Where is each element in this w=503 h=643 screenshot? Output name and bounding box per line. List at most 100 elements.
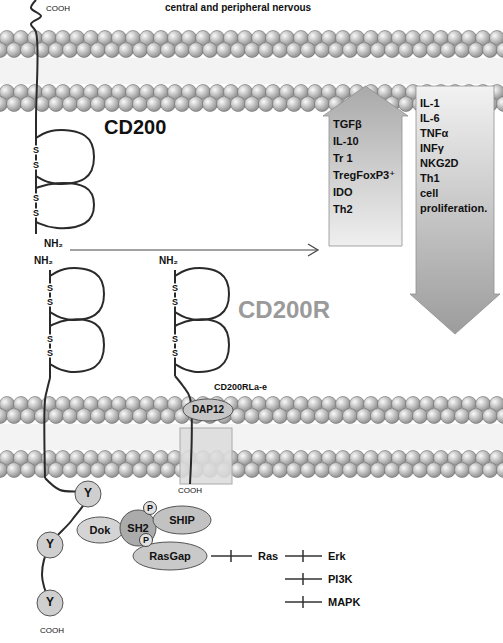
lipid-head xyxy=(301,463,316,478)
lipid-head xyxy=(175,43,190,58)
membrane-core xyxy=(0,424,503,450)
adaptor-ellipse: DAP12 xyxy=(182,398,234,422)
lipid-head xyxy=(287,463,302,478)
node-text: NKG2D xyxy=(420,156,490,171)
lipid-head xyxy=(343,463,358,478)
lipid-head xyxy=(301,409,316,424)
lipid-head xyxy=(357,409,372,424)
down-arrow-panel: IL-1IL-6TNFαINFγNKG2DTh1cell proliferati… xyxy=(410,86,500,334)
node-text: Dok xyxy=(90,524,111,537)
lipid-head xyxy=(385,463,400,478)
ig-domain-loop xyxy=(50,268,104,320)
inhibition-bar xyxy=(230,550,232,562)
lipid-head xyxy=(217,97,232,112)
caption-fragment: central and peripheral nervous xyxy=(165,2,311,14)
lipid-head xyxy=(259,97,274,112)
lipid-head xyxy=(161,43,176,58)
lipid-head xyxy=(231,463,246,478)
node-text-group: Dok xyxy=(90,524,111,537)
lipid-head xyxy=(147,43,162,58)
node-shape xyxy=(75,481,101,507)
lipid-head xyxy=(357,463,372,478)
lipid-head xyxy=(175,97,190,112)
lipid-head xyxy=(105,43,120,58)
lipid-head xyxy=(49,409,64,424)
node-text: Th1 xyxy=(420,171,490,186)
lipid-head xyxy=(371,43,386,58)
lipid-head xyxy=(469,463,484,478)
ig-domain-loop xyxy=(50,319,104,372)
terminus-label: COOH xyxy=(178,486,202,495)
lipid-head xyxy=(455,409,470,424)
isoform-label: CD200RLa-e xyxy=(214,382,267,392)
up-arrow-panel: TGFβIL-10Tr 1TregFoxP3⁺IDOTh2 xyxy=(323,86,408,246)
lipid-head xyxy=(91,43,106,58)
lipid-head xyxy=(273,463,288,478)
node-text: DAP12 xyxy=(192,404,224,416)
lipid-head xyxy=(63,409,78,424)
membrane-core xyxy=(0,58,503,84)
lipid-head xyxy=(441,463,456,478)
node-text: TGFβ xyxy=(333,116,398,133)
lipid-head xyxy=(343,409,358,424)
lipid-head xyxy=(497,97,503,112)
inhibition-bar xyxy=(302,596,304,608)
disulfide-sulfur: S xyxy=(46,335,54,344)
lipid-head xyxy=(231,97,246,112)
arrow-head xyxy=(308,244,318,256)
terminus-label: NH₂ xyxy=(34,255,53,267)
node-text: SHIP xyxy=(169,514,195,527)
disulfide-sulfur: S xyxy=(46,298,54,307)
lipid-head xyxy=(21,463,36,478)
lipid-head xyxy=(105,97,120,112)
lipid-head xyxy=(217,43,232,58)
lipid-head xyxy=(7,463,22,478)
lipid-head xyxy=(231,43,246,58)
lipid-head xyxy=(245,463,260,478)
lipid-head xyxy=(273,43,288,58)
lipid-head xyxy=(77,463,92,478)
lipid-head xyxy=(119,463,134,478)
node-text: Y xyxy=(84,487,92,501)
binding-arrow xyxy=(70,249,318,250)
lipid-head xyxy=(385,409,400,424)
terminus-label: COOH xyxy=(40,626,64,635)
receptor-name: CD200R xyxy=(238,296,330,324)
protein-chain xyxy=(44,378,50,478)
lipid-head xyxy=(35,409,50,424)
lipid-head xyxy=(273,409,288,424)
lipid-head xyxy=(105,463,120,478)
lipid-head xyxy=(147,409,162,424)
lipid-head xyxy=(469,409,484,424)
terminus-label: NH₂ xyxy=(159,255,178,267)
pathway-label: MAPK xyxy=(328,595,360,609)
lipid-head xyxy=(497,463,503,478)
lipid-head xyxy=(161,463,176,478)
pathway-label: Erk xyxy=(328,549,346,563)
transmembrane-block xyxy=(180,428,232,484)
lipid-head xyxy=(133,97,148,112)
lipid-head xyxy=(427,43,442,58)
node-shape xyxy=(77,517,123,543)
lipid-head xyxy=(259,463,274,478)
lipid-head xyxy=(147,463,162,478)
pathway-label: PI3K xyxy=(328,572,352,586)
lipid-head xyxy=(301,97,316,112)
node-text: Y xyxy=(46,538,54,552)
arrow-shape xyxy=(410,86,500,334)
adaptor-ellipse: Dok xyxy=(76,516,124,544)
node-shape xyxy=(37,532,63,558)
lipid-head xyxy=(147,97,162,112)
disulfide-sulfur: S xyxy=(171,349,179,358)
disulfide-sulfur: S xyxy=(32,161,40,170)
lipid-head xyxy=(91,409,106,424)
lipid-head xyxy=(63,43,78,58)
lipid-head xyxy=(77,43,92,58)
lipid-head xyxy=(455,463,470,478)
lipid-head xyxy=(329,463,344,478)
inhibition-bar xyxy=(302,573,304,585)
lipid-head xyxy=(371,409,386,424)
arrow-shape xyxy=(323,86,408,246)
lipid-head xyxy=(399,463,414,478)
phosphatase-ellipse: SHIP xyxy=(152,505,212,535)
